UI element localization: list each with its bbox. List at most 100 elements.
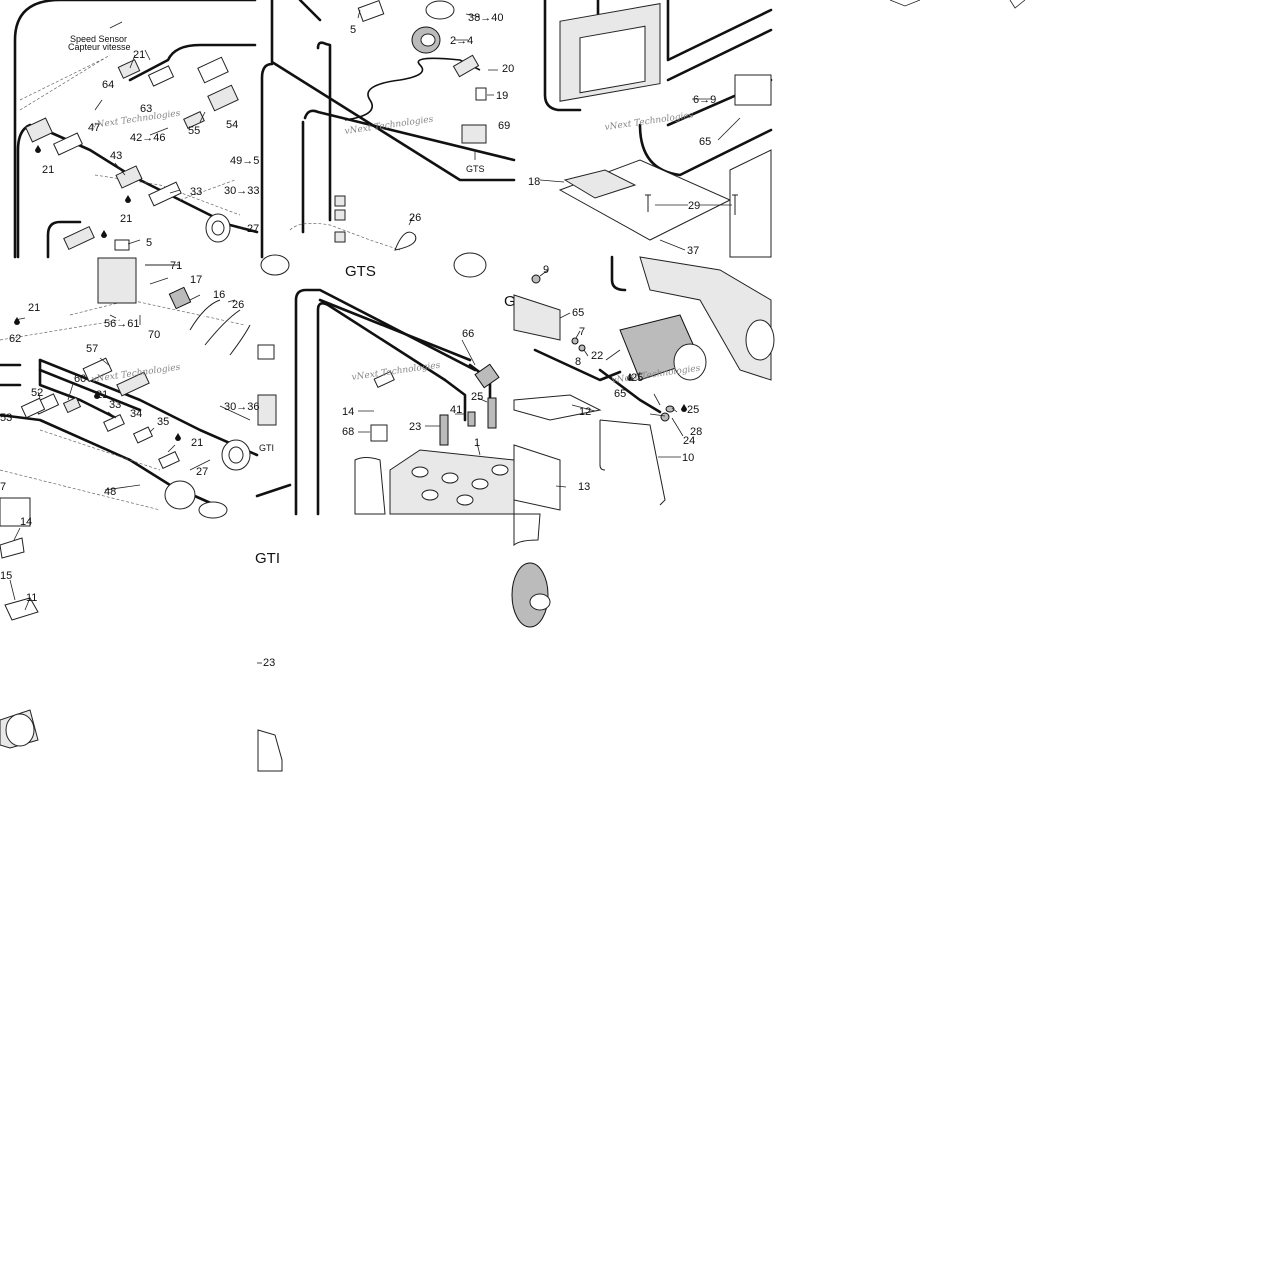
head-bolt xyxy=(411,466,429,478)
callout-52: 52 xyxy=(31,387,43,399)
callout-65: 65 xyxy=(699,136,711,148)
callout-68: 68 xyxy=(342,426,354,438)
callout-15: 15 xyxy=(0,570,12,582)
engine-fragment xyxy=(257,729,283,772)
callout-18: 18 xyxy=(528,176,540,188)
cap-14 xyxy=(0,537,25,559)
callout-30-33: 30→33 xyxy=(224,185,259,197)
speed-sensor-label-fr: Capteur vitesse xyxy=(68,42,131,52)
tile-gti-bottom-center: GTI 23 xyxy=(255,550,283,772)
coiled-cable xyxy=(344,57,481,121)
connector-43 xyxy=(115,165,143,189)
tile-fragment-top xyxy=(889,0,1026,9)
callout-14: 14 xyxy=(20,516,32,528)
spark-plug-23 xyxy=(439,414,449,446)
callout-23: 23 xyxy=(263,657,275,669)
clip-68 xyxy=(370,424,388,442)
bolt-9 xyxy=(531,274,541,284)
tie-26 xyxy=(394,231,417,251)
callout-42-46: 42→46 xyxy=(130,132,165,144)
connector-55 xyxy=(183,111,205,129)
switch-gts xyxy=(461,124,487,144)
engine-fragment xyxy=(513,513,541,547)
callout-12: 12 xyxy=(579,406,591,418)
connector-60 xyxy=(62,396,82,414)
label-17 xyxy=(168,286,192,310)
callout-35: 35 xyxy=(157,416,169,428)
callout-66: 66 xyxy=(462,328,474,340)
callout-47: 47 xyxy=(88,122,100,134)
tie-16 xyxy=(189,299,221,331)
callout-13: 13 xyxy=(578,481,590,493)
grease-drop-icon xyxy=(35,145,41,153)
grommet xyxy=(453,252,487,278)
part-38 xyxy=(425,0,455,20)
tile-starter-battery: G vNext Technologies 9 65 7 8 22 25 65 2… xyxy=(504,255,775,511)
washer-8 xyxy=(578,344,586,352)
callout-25: 25 xyxy=(631,372,643,384)
callout-62: 62 xyxy=(9,333,21,345)
callout-54: 54 xyxy=(226,119,238,131)
grommet-large-face xyxy=(5,713,35,747)
callout-1: 1 xyxy=(474,437,480,449)
callout-11: 11 xyxy=(26,592,37,604)
clip-15 xyxy=(4,597,39,621)
grommet xyxy=(164,480,196,510)
grease-drop-icon xyxy=(125,195,131,203)
flywheel-housing xyxy=(745,319,775,361)
callout-28: 28 xyxy=(690,426,702,438)
connector-33 xyxy=(116,371,150,397)
plate-18 xyxy=(558,159,732,241)
pad-18 xyxy=(563,169,637,199)
callout-49-5: 49→5 xyxy=(230,155,259,167)
grease-drop-icon xyxy=(101,230,107,238)
ignition-cover xyxy=(579,25,646,94)
callout-34: 34 xyxy=(130,408,142,420)
tie-26 xyxy=(204,309,241,346)
callout-63: 63 xyxy=(140,103,152,115)
head-bolt xyxy=(471,478,489,490)
tie-26b xyxy=(229,324,251,356)
cap-14 xyxy=(373,370,395,388)
watermark-text: vNext Technologies xyxy=(351,361,441,383)
callout-70: 70 xyxy=(148,329,160,341)
battery-tray-13 xyxy=(513,444,561,511)
gti-title-partial: GTI xyxy=(255,550,280,567)
callout-19: 19 xyxy=(496,90,508,102)
gti-small-label: GTI xyxy=(259,443,274,453)
callout-5: 5 xyxy=(146,237,152,249)
callout-43: 43 xyxy=(110,150,122,162)
fuse-5 xyxy=(114,239,130,251)
tile-gts-harness: vNext Technologies 5 38→40 2→4 20 19 69 … xyxy=(260,0,516,278)
spark-plug-41 xyxy=(467,411,476,427)
connector-52b xyxy=(20,397,46,419)
callout-53: 53 xyxy=(0,412,12,424)
battery-strap-10 xyxy=(599,419,666,506)
grease-drop-icon xyxy=(175,433,181,441)
battery-pad-12 xyxy=(513,394,602,421)
watermark-text: vNext Technologies xyxy=(91,109,181,131)
tile-speed-sensor-harness: Speed Sensor Capteur vitesse vNext Techn… xyxy=(13,0,259,259)
callout-65: 65 xyxy=(614,388,626,400)
callout-16: 16 xyxy=(213,289,225,301)
grease-drop-icon xyxy=(14,317,20,325)
switch-gti xyxy=(257,394,277,426)
tile-spark-plugs-engine: GTS vNext Technologies 66 14 68 23 41 25 xyxy=(255,263,515,516)
terminal-strip-65 xyxy=(513,294,561,341)
screw-29b xyxy=(732,194,738,215)
cap-19 xyxy=(475,87,487,101)
callout-56-61: 56→61 xyxy=(104,318,139,330)
connector-33 xyxy=(148,181,182,207)
connector-34 xyxy=(103,414,125,432)
callout-64: 64 xyxy=(102,79,114,91)
callout-8: 8 xyxy=(575,356,581,368)
callout-26: 26 xyxy=(409,212,421,224)
nut xyxy=(334,195,346,207)
cable-end-20 xyxy=(452,54,480,78)
callout-21: 21 xyxy=(42,164,54,176)
g-partial-label: G xyxy=(504,293,516,310)
callout-23: 23 xyxy=(409,421,421,433)
grease-drop-icon xyxy=(627,373,633,381)
connector-54b xyxy=(207,84,239,112)
